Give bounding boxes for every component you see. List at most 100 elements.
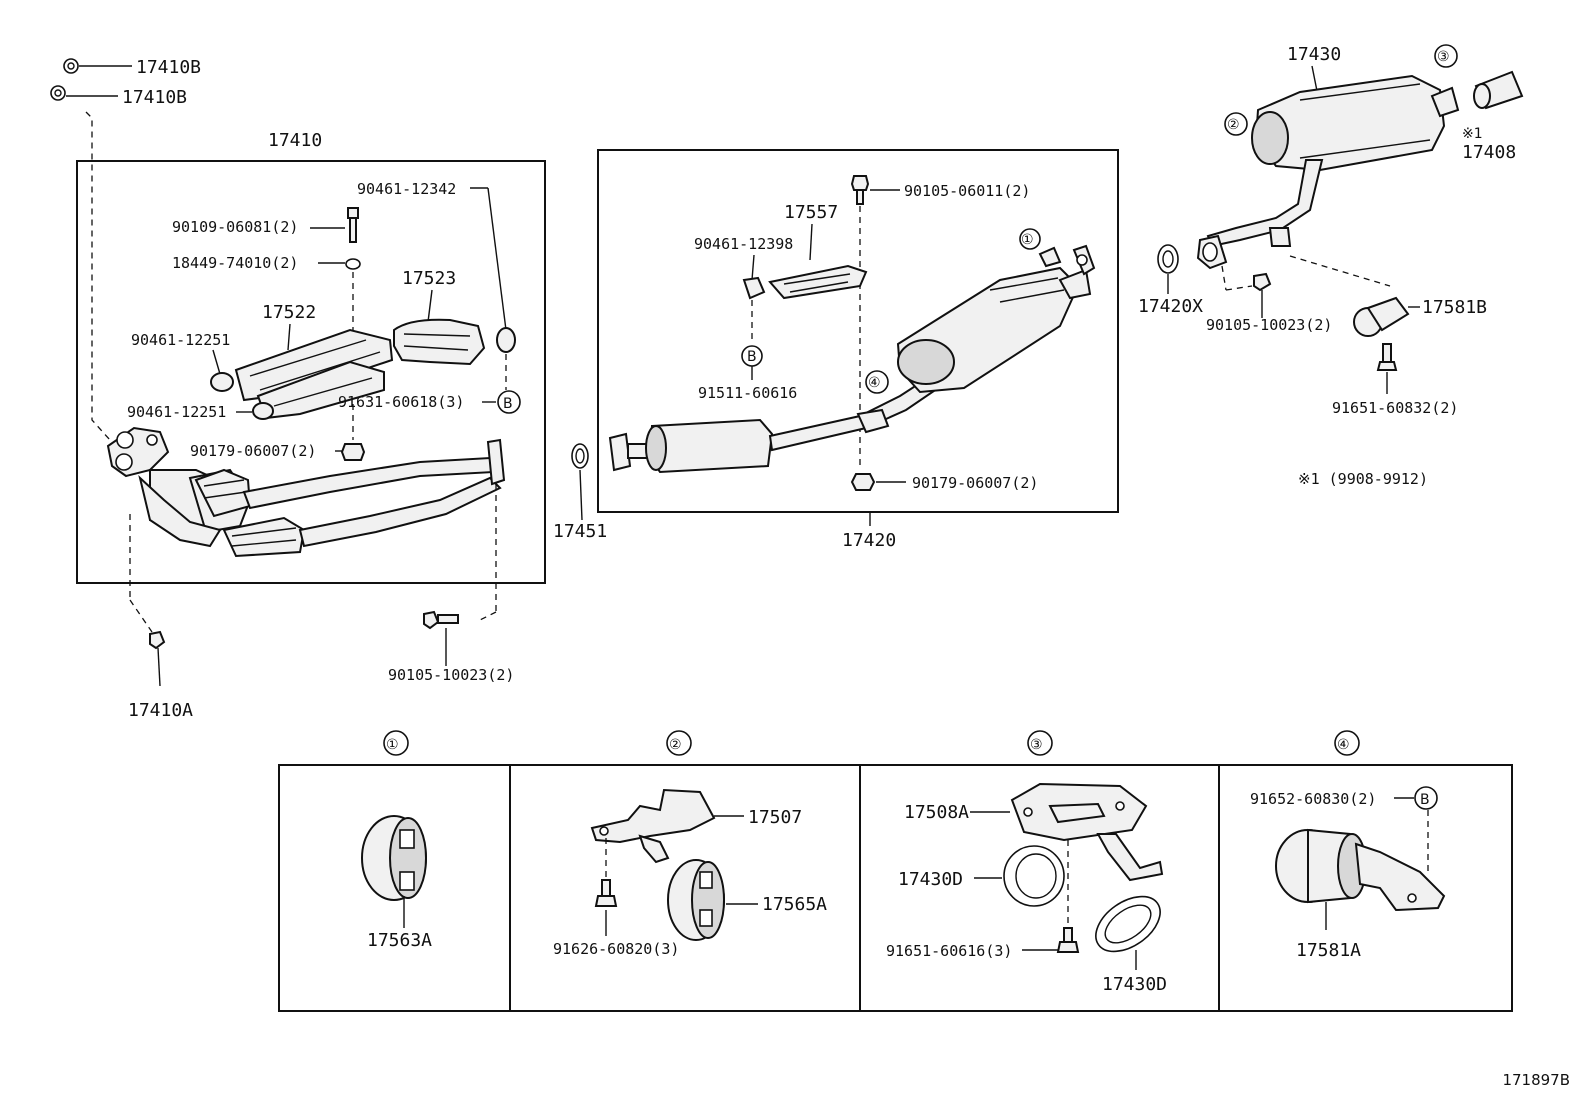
label-17565A[interactable]: 17565A bbox=[762, 894, 827, 915]
marker-1-center bbox=[1019, 228, 1041, 250]
svg-text:④: ④ bbox=[868, 375, 881, 391]
gasket-17430D-a[interactable] bbox=[1003, 845, 1065, 907]
frame-17410 bbox=[76, 160, 546, 584]
label-90461-12251-a[interactable]: 90461-12251 bbox=[131, 331, 230, 349]
bolt-91626-60820[interactable] bbox=[594, 879, 618, 907]
label-90105-06011[interactable]: 90105-06011(2) bbox=[904, 182, 1030, 200]
svg-text:①: ① bbox=[1021, 232, 1034, 248]
label-90105-10023-right[interactable]: 90105-10023(2) bbox=[1206, 316, 1332, 334]
nut-17410B-top[interactable] bbox=[63, 58, 132, 74]
svg-text:③: ③ bbox=[1030, 737, 1043, 753]
label-91652-60830[interactable]: 91652-60830(2) bbox=[1250, 790, 1376, 808]
note-1-date-range: ※1 (9908-9912) bbox=[1298, 470, 1428, 488]
hanger-17581B[interactable] bbox=[1353, 296, 1410, 337]
label-91631-60618[interactable]: 91631-60618(3) bbox=[338, 393, 464, 411]
marker-b-panel4 bbox=[1414, 786, 1438, 810]
label-90105-10023-left[interactable]: 90105-10023(2) bbox=[388, 666, 514, 684]
bolt-90109-06081[interactable] bbox=[347, 207, 359, 243]
nut-90179-06007-b[interactable] bbox=[850, 473, 876, 491]
tail-pipe-muffler[interactable] bbox=[1196, 74, 1460, 270]
svg-text:②: ② bbox=[669, 737, 682, 753]
label-17581B[interactable]: 17581B bbox=[1422, 297, 1487, 318]
label-90179-06007-b[interactable]: 90179-06007(2) bbox=[912, 474, 1038, 492]
panel-marker-4 bbox=[1334, 730, 1360, 756]
section-17430: 17430 ③ ② ※1 17408 17420X bbox=[1138, 44, 1524, 488]
label-17508A[interactable]: 17508A bbox=[904, 802, 969, 823]
svg-text:③: ③ bbox=[1437, 49, 1450, 65]
label-17430D-a[interactable]: 17430D bbox=[898, 869, 963, 890]
grommet-90461-12251-a[interactable] bbox=[210, 372, 234, 392]
center-exhaust-pipe[interactable] bbox=[608, 244, 1096, 474]
label-90461-12251-b[interactable]: 90461-12251 bbox=[127, 403, 226, 421]
bolt-91651-60616[interactable] bbox=[1056, 927, 1080, 953]
insulator-17522-upper[interactable] bbox=[234, 328, 394, 402]
label-17522[interactable]: 17522 bbox=[262, 302, 316, 323]
bracket-17507[interactable] bbox=[590, 788, 716, 864]
gasket-17420X[interactable] bbox=[1157, 244, 1179, 274]
nut-90179-06007-a[interactable] bbox=[340, 443, 366, 461]
detail-panels: ① ② ③ ④ 17563A 17507 91626-60820(3) bbox=[278, 730, 1513, 1012]
grommet-90461-12398[interactable] bbox=[742, 276, 766, 300]
label-17420X[interactable]: 17420X bbox=[1138, 296, 1203, 317]
panel-marker-2 bbox=[666, 730, 692, 756]
svg-text:B: B bbox=[503, 396, 513, 412]
label-90461-12342[interactable]: 90461-12342 bbox=[357, 180, 456, 198]
label-91651-60832[interactable]: 91651-60832(2) bbox=[1332, 399, 1458, 417]
label-18449-74010[interactable]: 18449-74010(2) bbox=[172, 254, 298, 272]
rubber-hanger-17565A[interactable] bbox=[667, 859, 725, 941]
label-17430D-b[interactable]: 17430D bbox=[1102, 974, 1167, 995]
grommet-90461-12251-b[interactable] bbox=[252, 402, 274, 420]
label-90179-06007-a[interactable]: 90179-06007(2) bbox=[190, 442, 316, 460]
bolt-91651-60832[interactable] bbox=[1376, 343, 1398, 371]
nut-17410A[interactable] bbox=[149, 630, 166, 650]
label-17410A[interactable]: 17410A bbox=[128, 700, 193, 721]
label-17563A[interactable]: 17563A bbox=[367, 930, 432, 951]
label-91651-60616[interactable]: 91651-60616(3) bbox=[886, 942, 1012, 960]
label-17410[interactable]: 17410 bbox=[268, 130, 322, 151]
grommet-90461-12342[interactable] bbox=[496, 327, 516, 353]
marker-3-right bbox=[1434, 44, 1458, 68]
marker-4-center bbox=[865, 370, 889, 394]
diagram-code: 171897B bbox=[1502, 1071, 1570, 1089]
section-17420: 17420 90105-06011(2) 17557 90461-12398 B… bbox=[597, 149, 1119, 551]
marker-2-right bbox=[1224, 112, 1248, 136]
gasket-18449-74010[interactable] bbox=[345, 258, 361, 270]
svg-text:B: B bbox=[1420, 792, 1430, 808]
label-17408[interactable]: 17408 bbox=[1462, 142, 1516, 163]
label-17581A[interactable]: 17581A bbox=[1296, 940, 1361, 961]
hanger-17581A[interactable] bbox=[1275, 828, 1446, 912]
label-17420[interactable]: 17420 bbox=[842, 530, 896, 551]
gasket-17451[interactable] bbox=[571, 443, 589, 469]
gasket-17430D-b[interactable] bbox=[1086, 885, 1170, 962]
marker-star1: ※1 bbox=[1462, 126, 1483, 142]
label-17557[interactable]: 17557 bbox=[784, 202, 838, 223]
tail-pipe-extension-17408[interactable] bbox=[1473, 70, 1524, 110]
bolt-90105-10023-left[interactable] bbox=[423, 610, 459, 630]
frame-17420 bbox=[597, 149, 1119, 513]
label-17410B-top[interactable]: 17410B bbox=[136, 57, 201, 78]
bracket-17508A[interactable] bbox=[1010, 782, 1164, 882]
label-17523[interactable]: 17523 bbox=[402, 268, 456, 289]
insulator-17523[interactable] bbox=[393, 318, 486, 366]
section-17410: 17410 17410B 17410B 90109-06081(2) 18449… bbox=[50, 57, 546, 621]
bolt-90105-06011[interactable] bbox=[850, 175, 870, 205]
svg-text:④: ④ bbox=[1337, 737, 1350, 753]
panel-marker-1 bbox=[383, 730, 409, 756]
label-90461-12398[interactable]: 90461-12398 bbox=[694, 235, 793, 253]
label-17410B-bottom[interactable]: 17410B bbox=[122, 87, 187, 108]
nut-17410B-bottom[interactable] bbox=[50, 85, 118, 101]
front-pipe-assembly[interactable] bbox=[106, 426, 506, 558]
label-90109-06081[interactable]: 90109-06081(2) bbox=[172, 218, 298, 236]
panel-marker-3 bbox=[1027, 730, 1053, 756]
leader-17410B bbox=[85, 111, 111, 441]
rubber-hanger-17563A[interactable] bbox=[361, 815, 427, 901]
label-17507[interactable]: 17507 bbox=[748, 807, 802, 828]
label-91511-60616[interactable]: 91511-60616 bbox=[698, 384, 797, 402]
detail-panel-frame bbox=[278, 764, 1513, 1012]
bolt-90105-10023-right[interactable] bbox=[1253, 272, 1272, 292]
label-17451[interactable]: 17451 bbox=[553, 521, 607, 542]
insulator-17557[interactable] bbox=[768, 264, 868, 300]
label-17430[interactable]: 17430 bbox=[1287, 44, 1341, 65]
label-91626-60820[interactable]: 91626-60820(3) bbox=[553, 940, 679, 958]
